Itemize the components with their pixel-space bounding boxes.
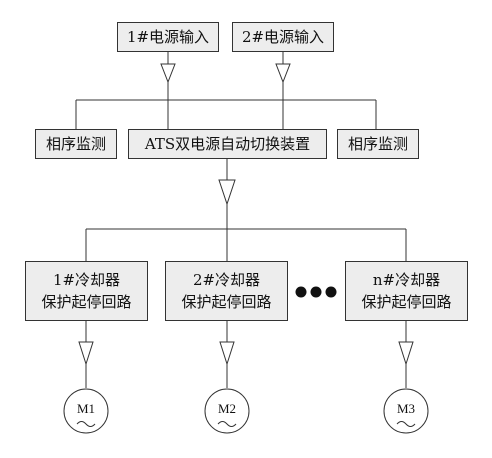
phase-monitor-left-label: 相序监测 [45, 135, 106, 153]
cooler-2-box: 2#冷却器 保护起停回路 [165, 261, 288, 321]
motor3-label: M3 [397, 401, 415, 416]
power-input-2-label: 2#电源输入 [241, 28, 325, 46]
motor3-icon [383, 388, 429, 434]
motor-m3: M3 [383, 388, 429, 434]
cooler-1-subtitle: 保护起停回路 [41, 293, 132, 311]
cooler-n-title: n#冷却器 [372, 271, 441, 289]
cooler-2-subtitle: 保护起停回路 [181, 293, 272, 311]
input2-arrow-icon [275, 63, 291, 84]
ats-label: ATS双电源自动切换装置 [144, 135, 311, 153]
phase-monitor-left-box: 相序监测 [35, 129, 117, 159]
motor1-label: M1 [77, 401, 95, 416]
phase-monitor-right-label: 相序监测 [347, 135, 408, 153]
motor2-label: M2 [218, 401, 236, 416]
motor-m1: M1 [63, 388, 109, 434]
ac-wave-icon [217, 421, 237, 427]
power-input-1-label: 1#电源输入 [126, 28, 210, 46]
ats-box: ATS双电源自动切换装置 [128, 129, 327, 159]
input1-arrow-icon [160, 63, 176, 84]
motor-m2: M2 [204, 388, 250, 434]
cooler-1-box: 1#冷却器 保护起停回路 [25, 261, 148, 321]
phase-monitor-right-box: 相序监测 [337, 129, 419, 159]
motor2-arrow-icon [219, 341, 235, 366]
ats-arrow-icon [218, 179, 236, 206]
motor3-arrow-icon [398, 341, 414, 366]
cooler-2-title: 2#冷却器 [192, 271, 261, 289]
ac-wave-icon [76, 421, 96, 427]
motor1-icon [63, 388, 109, 434]
cooler-n-box: n#冷却器 保护起停回路 [345, 261, 468, 321]
ellipsis-icon [295, 286, 337, 298]
motor1-arrow-icon [78, 341, 94, 366]
motor2-icon [204, 388, 250, 434]
ac-wave-icon [396, 421, 416, 427]
power-input-1-box: 1#电源输入 [117, 22, 219, 52]
cooler-1-title: 1#冷却器 [52, 271, 121, 289]
power-input-2-box: 2#电源输入 [232, 22, 334, 52]
cooler-n-subtitle: 保护起停回路 [361, 293, 452, 311]
